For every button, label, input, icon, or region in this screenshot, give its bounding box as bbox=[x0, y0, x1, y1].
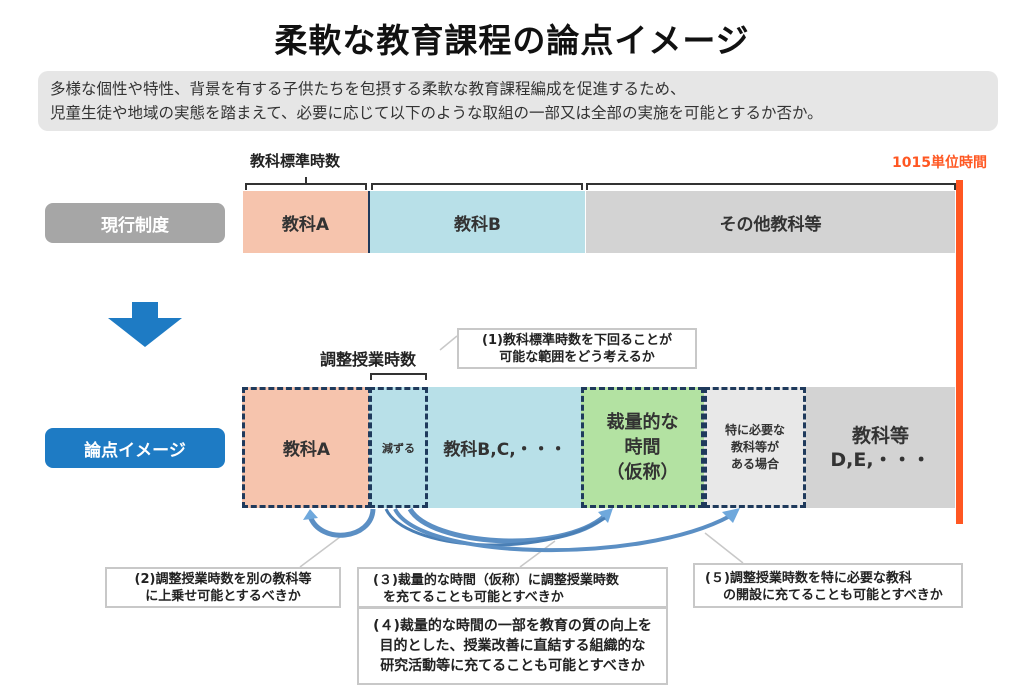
standard-hours-label: 教科標準時数 bbox=[250, 152, 341, 170]
total-hours-label: 1015単位時間 bbox=[892, 155, 987, 171]
subjects-de-line-1: 教科等 bbox=[851, 424, 909, 447]
current-bar-subject-b: 教科B bbox=[370, 191, 585, 253]
page-title: 柔軟な教育課程の論点イメージ bbox=[274, 21, 750, 60]
bracket-tick bbox=[305, 177, 307, 183]
special-line-2: 教科等が bbox=[730, 440, 779, 454]
leader-line-5 bbox=[704, 532, 744, 564]
image-bar-subject-bc: 教科B,C,・・・ bbox=[443, 440, 567, 460]
leader-line-3 bbox=[519, 540, 556, 568]
curve-arrow-2 bbox=[307, 508, 376, 538]
down-arrow-icon bbox=[108, 302, 182, 347]
callout-1: (1)教科標準時数を下回ることが 可能な範囲をどう考えるか bbox=[457, 328, 697, 369]
image-bar-bg-gray bbox=[805, 387, 955, 508]
leader-line-2 bbox=[299, 536, 341, 568]
callout-2-line-2: に上乗せ可能とするべきか bbox=[145, 588, 301, 604]
bracket-other bbox=[586, 183, 956, 190]
callout-2-line-1: (2)調整授業時数を別の教科等 bbox=[134, 571, 312, 587]
callout-2: (2)調整授業時数を別の教科等 に上乗せ可能とするべきか bbox=[105, 567, 341, 608]
callout-3-line-2: を充てることも可能とすべきか bbox=[383, 590, 564, 605]
callout-1-line-2: 可能な範囲をどう考えるか bbox=[499, 349, 655, 365]
curve-arrow-5 bbox=[393, 507, 731, 553]
callout-3: (３)裁量的な時間（仮称）に調整授業時数 を充てることも可能とすべきか bbox=[357, 567, 668, 608]
callout-5: (５)調整授業時数を特に必要な教科 の開設に充てることも可能とすべきか bbox=[693, 563, 963, 608]
arrow-head-5 bbox=[722, 508, 740, 523]
discretionary-line-2: 時間 bbox=[624, 437, 661, 458]
discretionary-line-3: （仮称） bbox=[606, 462, 679, 483]
image-bar-special-subjects: 特に必要な 教科等が ある場合 bbox=[704, 387, 806, 508]
bracket-subject-b bbox=[371, 183, 583, 190]
image-label: 論点イメージ bbox=[45, 428, 225, 468]
intro-line-2: 児童生徒や地域の実態を踏まえて、必要に応じて以下のような取組の一部又は全部の実施… bbox=[50, 104, 823, 122]
bracket-subject-a bbox=[245, 183, 367, 190]
adjusted-hours-label: 調整授業時数 bbox=[320, 350, 417, 369]
intro-line-1: 多様な個性や特性、背景を有する子供たちを包摂する柔軟な教育課程編成を促進するため… bbox=[50, 80, 686, 98]
callout-5-line-2: の開設に充てることも可能とすべきか bbox=[723, 588, 943, 603]
arrow-head-3 bbox=[598, 508, 613, 523]
special-line-3: ある場合 bbox=[730, 457, 779, 471]
current-system-label: 現行制度 bbox=[45, 203, 225, 243]
callout-4: (４)裁量的な時間の一部を教育の質の向上を 目的とした、授業改善に直結する組織的… bbox=[357, 607, 668, 685]
limit-line bbox=[956, 180, 963, 524]
current-bar-other: その他教科等 bbox=[586, 191, 955, 253]
current-bar-subject-a: 教科A bbox=[243, 191, 368, 253]
callout-1-line-1: (1)教科標準時数を下回ることが bbox=[482, 332, 672, 348]
special-line-1: 特に必要な bbox=[724, 423, 785, 437]
subjects-de-line-2: D,E,・・・ bbox=[830, 448, 931, 471]
callout-4-line-2: 目的とした、授業改善に直結する組織的な bbox=[379, 638, 646, 654]
divider bbox=[368, 191, 370, 253]
leader-line-1 bbox=[439, 335, 458, 351]
intro-box: 多様な個性や特性、背景を有する子供たちを包摂する柔軟な教育課程編成を促進するため… bbox=[38, 71, 998, 131]
image-bar-reduce: 減ずる bbox=[369, 387, 428, 508]
callout-3-line-1: (３)裁量的な時間（仮称）に調整授業時数 bbox=[373, 573, 619, 588]
bracket-adjusted bbox=[370, 373, 427, 380]
callout-4-line-1: (４)裁量的な時間の一部を教育の質の向上を bbox=[373, 618, 652, 634]
callout-4-line-3: 研究活動等に充てることも可能とすべきか bbox=[380, 658, 645, 674]
image-bar-discretionary-time: 裁量的な 時間 （仮称） bbox=[581, 387, 704, 508]
discretionary-line-1: 裁量的な bbox=[606, 412, 679, 433]
callout-5-line-1: (５)調整授業時数を特に必要な教科 bbox=[705, 571, 912, 586]
arrow-head-2 bbox=[303, 509, 318, 520]
image-bar-subjects-de: 教科等 D,E,・・・ bbox=[806, 387, 955, 508]
